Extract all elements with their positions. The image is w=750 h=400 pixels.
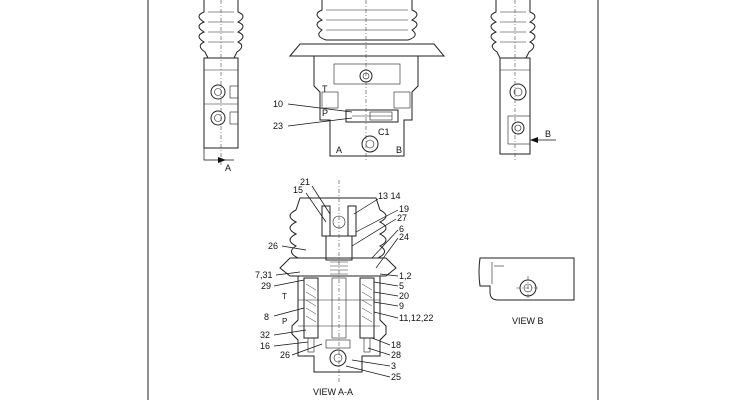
section-label-13-14: 13 14	[378, 191, 401, 201]
section-label-1-2: 1,2	[399, 271, 412, 281]
section-label-7-31: 7,31	[255, 270, 273, 280]
center-port-b: B	[396, 145, 402, 155]
view-b-caption: VIEW B	[512, 316, 544, 326]
section-view-a-a: 21 15 26 7,31 29 8 32 16 26 13 14 19 27 …	[255, 177, 433, 397]
section-label-15: 15	[293, 185, 303, 195]
view-b: VIEW B	[478, 257, 575, 326]
section-label-18: 18	[391, 340, 401, 350]
section-label-5: 5	[399, 281, 404, 291]
center-port-p: P	[322, 108, 328, 118]
section-label-20: 20	[399, 291, 409, 301]
section-label-28: 28	[391, 350, 401, 360]
section-label-32: 32	[260, 330, 270, 340]
section-label-3: 3	[391, 361, 396, 371]
center-port-t: T	[322, 84, 328, 94]
section-label-8: 8	[264, 312, 269, 322]
right-top-view: B	[490, 0, 556, 160]
section-label-6: 6	[399, 224, 404, 234]
section-view-caption: VIEW A-A	[313, 387, 353, 397]
section-letter-a: A	[225, 163, 231, 173]
center-port-c1: C1	[378, 127, 390, 137]
center-top-view: 10 23 T P C1 A B	[273, 0, 446, 160]
section-letter-b: B	[545, 129, 551, 139]
section-label-19: 19	[399, 204, 409, 214]
section-label-27: 27	[397, 213, 407, 223]
section-label-29: 29	[261, 281, 271, 291]
center-part-label-10: 10	[273, 99, 283, 109]
section-port-t: T	[282, 292, 287, 301]
left-top-view: A	[198, 0, 244, 173]
section-port-p: P	[282, 317, 287, 326]
section-label-25: 25	[391, 372, 401, 382]
section-label-26-bottom: 26	[280, 350, 290, 360]
section-label-16: 16	[260, 341, 270, 351]
center-port-a: A	[336, 145, 342, 155]
section-label-11-12-22: 11,12,22	[399, 313, 433, 323]
section-label-24: 24	[399, 232, 409, 242]
section-label-21: 21	[300, 177, 310, 187]
center-part-label-23: 23	[273, 121, 283, 131]
section-label-9: 9	[399, 301, 404, 311]
section-label-26-top: 26	[268, 241, 278, 251]
